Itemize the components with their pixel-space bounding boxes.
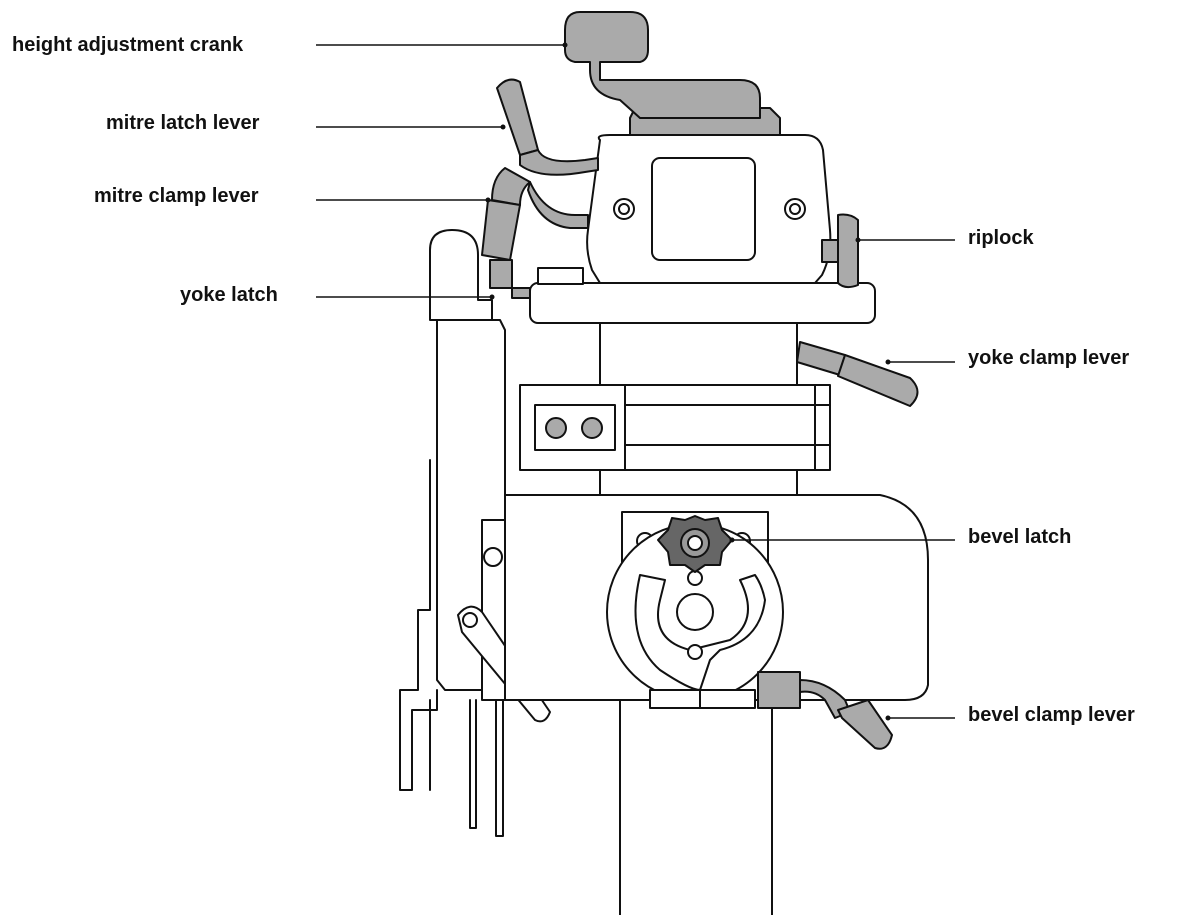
column	[619, 699, 773, 915]
label-riplock: riplock	[968, 227, 1034, 249]
bevel-clamp-lever	[757, 671, 893, 750]
label-bevel-latch: bevel latch	[968, 526, 1072, 548]
label-yoke-latch: yoke latch	[180, 284, 278, 306]
yoke-clamp-lever	[796, 341, 919, 407]
mitre-latch-lever	[496, 78, 599, 176]
arm-plate	[529, 282, 876, 324]
label-mitre-latch-lever: mitre latch lever	[106, 112, 260, 134]
riplock	[821, 213, 859, 289]
yoke-latch	[489, 259, 513, 289]
leader-dots	[485, 42, 891, 721]
motor-housing	[586, 107, 832, 284]
label-height-adjustment-crank: height adjustment crank	[12, 34, 244, 56]
leader-lines	[316, 44, 955, 719]
mitre-clamp-lever	[481, 167, 589, 261]
label-bevel-clamp-lever: bevel clamp lever	[968, 704, 1135, 726]
height-adjustment-crank	[564, 11, 761, 119]
bevel-latch	[657, 515, 733, 573]
label-mitre-clamp-lever: mitre clamp lever	[94, 185, 259, 207]
label-yoke-clamp-lever: yoke clamp lever	[968, 347, 1130, 369]
